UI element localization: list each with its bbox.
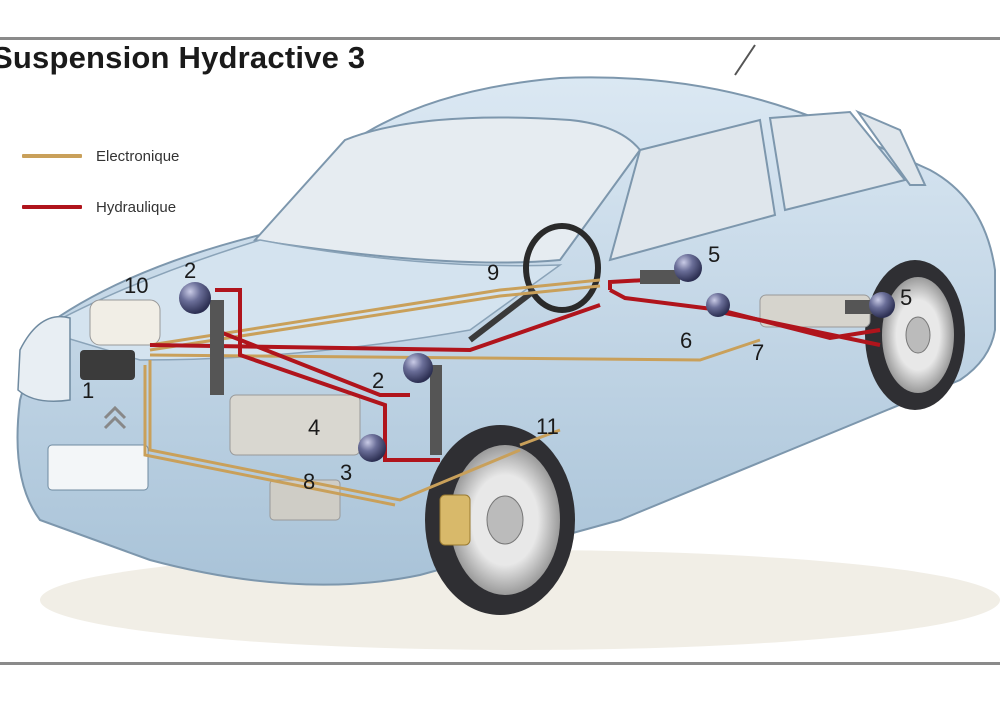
hydraulic-lines: [149, 276, 881, 462]
legend-hydraulique: Hydraulique: [22, 197, 176, 217]
callout-1: 1: [82, 378, 94, 403]
brake-caliper: [439, 494, 471, 546]
rear-right-sphere: [869, 292, 895, 318]
steering-column: [468, 287, 537, 343]
callout-4: 4: [308, 415, 320, 440]
windscreen: [253, 116, 642, 264]
antenna: [734, 44, 756, 76]
accumulator-sphere: [358, 434, 386, 462]
grille-logo: [103, 405, 127, 430]
legend-swatch-hydraulique: [22, 205, 82, 209]
legend-swatch-electronique: [22, 154, 82, 158]
steering-wheel: [523, 223, 601, 313]
callout-7: 7: [752, 340, 764, 365]
bottom-frame-line: [0, 662, 1000, 665]
callout-3: 3: [340, 460, 352, 485]
reservoir: [89, 299, 161, 346]
legend-electronique: Electronique: [22, 146, 179, 166]
side-window-front: [608, 118, 777, 262]
headlight: [17, 316, 71, 402]
front-plate: [47, 444, 149, 491]
rear-right-strut: [845, 300, 875, 314]
callout-10: 10: [124, 273, 148, 298]
engine-block: [229, 394, 361, 456]
rear-quarter-window: [855, 109, 927, 186]
rear-left-strut: [640, 270, 680, 284]
callout-2-front-left: 2: [184, 258, 196, 283]
callout-9: 9: [487, 260, 499, 285]
front-right-sphere: [403, 353, 433, 383]
bhi-unit: [80, 350, 135, 380]
diagram-title: Suspension Hydractive 3: [0, 40, 366, 75]
callout-5-rear-left: 5: [708, 242, 720, 267]
callout-5-rear-right: 5: [900, 285, 912, 310]
callout-6: 6: [680, 328, 692, 353]
callout-11: 11: [536, 414, 559, 439]
rear-left-sphere: [674, 254, 702, 282]
legend-label-hydraulique: Hydraulique: [96, 198, 177, 216]
callout-2-front-right: 2: [372, 368, 384, 393]
side-window-rear: [768, 110, 907, 212]
electronic-harness: [143, 278, 761, 507]
front-left-sphere: [179, 282, 211, 314]
front-left-strut: [210, 300, 224, 395]
legend-label-electronique: Electronique: [96, 147, 180, 165]
stiffness-sphere: [706, 293, 730, 317]
callout-8: 8: [303, 469, 315, 494]
top-frame-line: [0, 37, 1000, 40]
rear-wheel: [865, 260, 965, 410]
front-right-strut: [430, 365, 442, 455]
